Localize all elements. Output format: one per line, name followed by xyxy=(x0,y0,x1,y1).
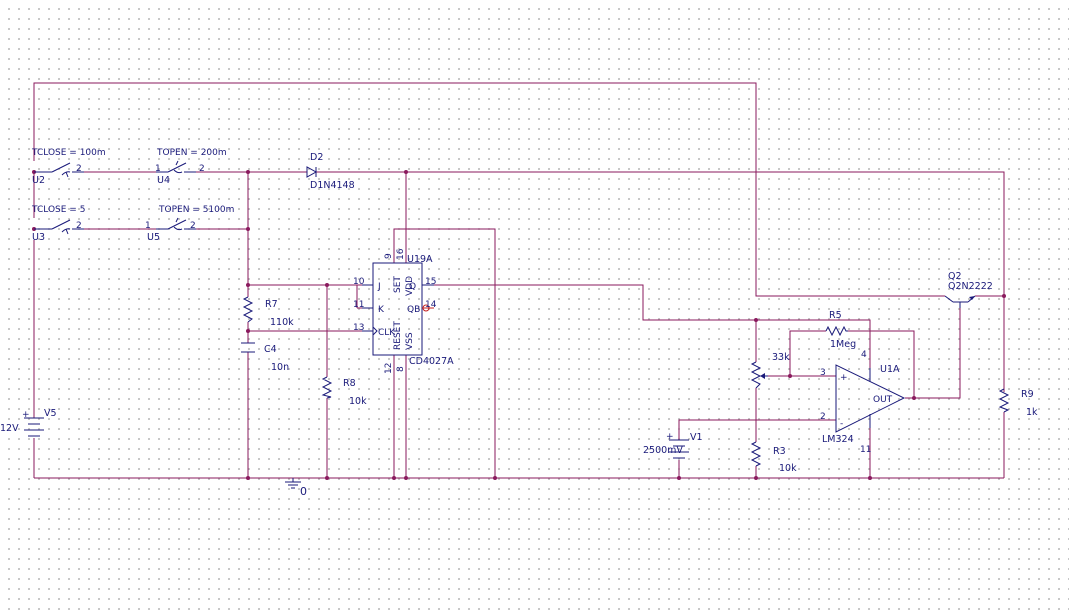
u19a-qbar: QB xyxy=(407,305,420,315)
resistor-r9: R9 1k xyxy=(998,388,1038,418)
r8-value: 10k xyxy=(349,396,367,407)
u5-ref: U5 xyxy=(147,232,160,243)
u19a-pin-10: 10 xyxy=(353,277,365,287)
u19a-pin-11: 11 xyxy=(353,300,364,310)
r3-value: 10k xyxy=(779,463,797,474)
junctions xyxy=(32,170,1006,480)
source-v1: + V1 2500mV xyxy=(643,432,703,459)
wires xyxy=(33,82,1005,479)
r5-ref: R5 xyxy=(829,310,842,321)
r7-ref: R7 xyxy=(265,299,278,310)
u19a-vss: VSS xyxy=(405,332,415,350)
r5-value: 1Meg xyxy=(830,339,856,350)
u1a-ref: U1A xyxy=(880,364,900,375)
u19a-q: Q xyxy=(409,282,416,292)
resistor-r7: R7 110k xyxy=(242,296,294,328)
q2-part: Q2N2222 xyxy=(948,281,993,292)
v1-value: 2500mV xyxy=(643,445,683,456)
u19a-pin-13: 13 xyxy=(353,323,364,333)
u1a-out: OUT xyxy=(873,395,893,405)
u1a-minus: - xyxy=(840,419,843,429)
u1a-pin2: 2 xyxy=(820,412,826,422)
resistor-r5: R5 1Meg xyxy=(825,310,856,350)
opamp-u1a: + - OUT 3 2 4 11 U1A LM324 xyxy=(820,350,906,455)
u3-param: TCLOSE = 5 xyxy=(31,205,85,215)
u1a-pin4: 4 xyxy=(861,350,867,360)
u19a-pin-9: 9 xyxy=(384,253,394,259)
q2-ref: Q2 xyxy=(948,271,962,282)
u2-param: TCLOSE = 100m xyxy=(31,148,106,158)
diode-d2: D2 D1N4148 xyxy=(306,152,355,191)
u1a-plus: + xyxy=(840,373,848,383)
capacitor-c4: C4 10n xyxy=(241,342,289,373)
d2-ref: D2 xyxy=(310,152,323,163)
u2-ref: U2 xyxy=(32,175,45,186)
u3-ref: U3 xyxy=(32,232,45,243)
u2-pin2: 2 xyxy=(76,164,82,174)
u19a-pin-14: 14 xyxy=(425,300,437,310)
u4-pin1: 1 xyxy=(155,164,161,174)
u1a-pin3: 3 xyxy=(820,368,826,378)
v5-value: 12V xyxy=(0,423,19,434)
u5-pin2: 2 xyxy=(190,221,196,231)
u19a-pin-12: 12 xyxy=(384,363,394,374)
u4-param: TOPEN = 200m xyxy=(156,148,227,158)
pot-value: 33k xyxy=(772,352,790,363)
ground-label: 0 xyxy=(300,485,307,498)
u19a-ref: U19A xyxy=(407,254,433,265)
d2-part: D1N4148 xyxy=(310,180,355,191)
u5-pin1: 1 xyxy=(145,221,151,231)
ground-symbol: 0 xyxy=(285,478,307,498)
u4-ref: U4 xyxy=(157,175,170,186)
v1-plus: + xyxy=(666,432,674,442)
u19a-pin-15: 15 xyxy=(425,277,436,287)
u5-param: TOPEN = 5100m xyxy=(158,205,234,215)
r9-ref: R9 xyxy=(1021,389,1034,400)
u4-pin2: 2 xyxy=(199,164,205,174)
u19a-reset: RESET xyxy=(393,321,403,350)
transistor-q2: Q2 Q2N2222 xyxy=(944,271,993,308)
v5-plus: + xyxy=(22,410,30,420)
resistor-r3: R3 10k xyxy=(750,441,797,474)
resistor-r8: R8 10k xyxy=(321,376,367,407)
r3-ref: R3 xyxy=(773,446,786,457)
u19a-j: J xyxy=(377,282,381,292)
u19a-k: K xyxy=(378,305,385,315)
u19a-vdd: VDD xyxy=(405,276,415,296)
u3-pin2: 2 xyxy=(76,221,82,231)
r9-value: 1k xyxy=(1026,407,1038,418)
ic-u19a: 10 11 13 15 14 9 16 12 8 J K CLK SET VDD… xyxy=(353,248,454,374)
u19a-set: SET xyxy=(393,276,403,293)
v1-ref: V1 xyxy=(690,432,703,443)
switch-u3: TCLOSE = 5 U3 2 xyxy=(31,205,85,243)
u19a-pin-16: 16 xyxy=(396,248,406,260)
u1a-part: LM324 xyxy=(822,434,854,445)
v5-ref: V5 xyxy=(44,408,57,419)
source-v5: + 12V V5 xyxy=(0,408,57,437)
switch-u4: TOPEN = 200m 1 2 U4 xyxy=(155,148,227,186)
u19a-clk: CLK xyxy=(378,328,396,338)
switch-u5: TOPEN = 5100m 1 2 U5 xyxy=(145,205,234,243)
r8-ref: R8 xyxy=(343,378,356,389)
potentiometer: 33k xyxy=(750,352,790,389)
u1a-pin11: 11 xyxy=(860,445,871,455)
c4-value: 10n xyxy=(271,362,289,373)
u19a-part: CD4027A xyxy=(409,356,454,367)
switch-u2: TCLOSE = 100m U2 2 xyxy=(31,148,106,186)
u19a-pin-8: 8 xyxy=(396,366,406,372)
c4-ref: C4 xyxy=(264,344,277,355)
r7-value: 110k xyxy=(270,317,294,328)
